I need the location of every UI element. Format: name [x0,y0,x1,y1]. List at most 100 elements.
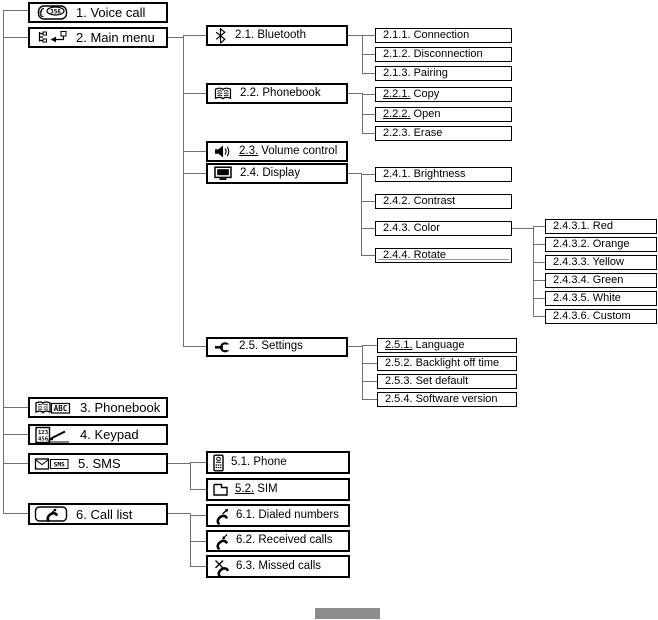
tree-node-label: 2.4. Display [240,166,301,179]
tree-node-label: 2.1.2. Disconnection [383,48,483,60]
tree-node-voice-call: 356 1. Voice call [28,2,168,23]
connector-line [533,262,545,263]
tree-node-label: 2.1. Bluetooth [235,28,306,41]
artifact-line [378,259,509,260]
connector-line [533,244,545,245]
tree-node-label: 2.4.3.1. Red [553,220,613,232]
tree-node-label: 2.4.3. Color [383,222,440,234]
footer-page-bar [315,608,380,619]
connector-line [361,173,362,256]
main-menu-icon [34,29,68,47]
dialed-call-icon [212,507,230,525]
monitor-icon [214,166,232,181]
connector-line [3,434,28,435]
connector-line [533,226,545,227]
tree-node-label-number: 2.5.1. [385,339,413,351]
received-call-icon [212,532,230,550]
svg-text:SMS: SMS [54,461,65,468]
missed-call-icon [212,558,230,576]
svg-text:456: 456 [38,436,49,442]
tree-node-bluetooth: 2.1. Bluetooth [206,25,348,46]
connector-line [348,93,362,94]
connector-line [362,35,375,36]
tree-node-label: Open [413,108,441,120]
connector-line [168,463,190,464]
connector-line [168,37,183,38]
tree-node-pairing: 2.1.3. Pairing [375,66,512,81]
connector-line [190,462,191,490]
connector-line [533,316,545,317]
connector-line [362,381,377,382]
connector-line [183,93,206,94]
connector-line [348,173,361,174]
connector-line [533,280,545,281]
connector-line [3,513,28,514]
connector-line [190,566,206,567]
connector-line [362,345,377,346]
tree-node-color-orange: 2.4.3.2. Orange [545,237,657,252]
connector-line [183,151,206,152]
connector-line [348,35,362,36]
keypad-icon: 123 456 [34,426,72,444]
connector-line [3,407,28,408]
speaker-icon [214,144,231,159]
tree-node-settings: 2.5. Settings [206,337,348,357]
tree-node-missed-calls: 6.3. Missed calls [206,555,350,578]
connector-line [362,114,375,115]
tree-node-label: 2.5.3. Set default [385,375,469,387]
tree-node-label: 2.5.4. Software version [385,393,498,405]
tree-node-label-number: 2.2.2. [383,108,411,120]
connector-line [361,228,375,229]
mobile-phone-icon [212,454,225,472]
tree-node-label: 2.4.3.5. White [553,292,621,304]
svg-text:356: 356 [50,8,61,15]
connector-line [3,10,28,11]
tree-node-set-default: 2.5.3. Set default [377,374,517,389]
connector-line [168,513,190,514]
connector-line [361,174,375,175]
connector-line [512,228,533,229]
connector-line [362,93,363,134]
tree-node-label: 2.2. Phonebook [240,86,321,99]
tree-node-disconnection: 2.1.2. Disconnection [375,47,512,62]
connector-line [183,346,206,347]
tree-node-label: 6.2. Received calls [236,534,333,547]
tree-node-sms: SMS 5. SMS [28,453,168,474]
tree-node-label: 2.1.1. Connection [383,29,470,41]
tree-node-label: 2.4.1. Brightness [383,168,466,180]
tree-node-label: 2.4.3.4. Green [553,274,624,286]
bluetooth-icon [214,27,227,44]
connector-line [190,489,206,490]
tree-node-label: 2.5. Settings [239,340,303,353]
tree-node-label: Volume control [261,144,338,157]
tree-node-label: 2.4.4. Rotate [383,249,446,261]
connector-line [362,345,363,400]
tree-node-color-green: 2.4.3.4. Green [545,273,657,288]
tree-node-label: 4. Keypad [80,427,139,442]
tree-node-label-number: 2.2.1. [383,88,411,100]
tree-node-label: Language [415,339,465,351]
tree-node-call-list: 6. Call list [28,503,168,525]
tree-node-keypad: 123 456 4. Keypad [28,424,168,445]
connector-line [362,133,375,134]
connector-line [361,255,375,256]
connector-line [190,515,206,516]
connector-line [190,541,206,542]
tree-node-label: 5. SMS [78,456,121,471]
tree-node-label: 2.2.3. Erase [383,127,443,139]
svg-text:ABC: ABC [54,404,68,413]
connector-line [348,346,362,347]
tree-node-label: SIM [257,482,278,495]
tree-node-label: 2.1.3. Pairing [383,67,448,79]
tree-node-label-number: 5.2. [235,482,255,495]
tree-node-label: Copy [413,88,440,100]
tree-node-brightness: 2.4.1. Brightness [375,167,512,182]
tree-node-label: 2. Main menu [76,30,155,45]
voice-call-icon: 356 [34,4,68,22]
tree-node-open: 2.2.2. Open [375,107,512,122]
connector-line [362,363,377,364]
tree-node-sms-phone: 5.1. Phone [206,451,350,474]
connector-line [190,462,206,463]
connector-line [362,399,377,400]
